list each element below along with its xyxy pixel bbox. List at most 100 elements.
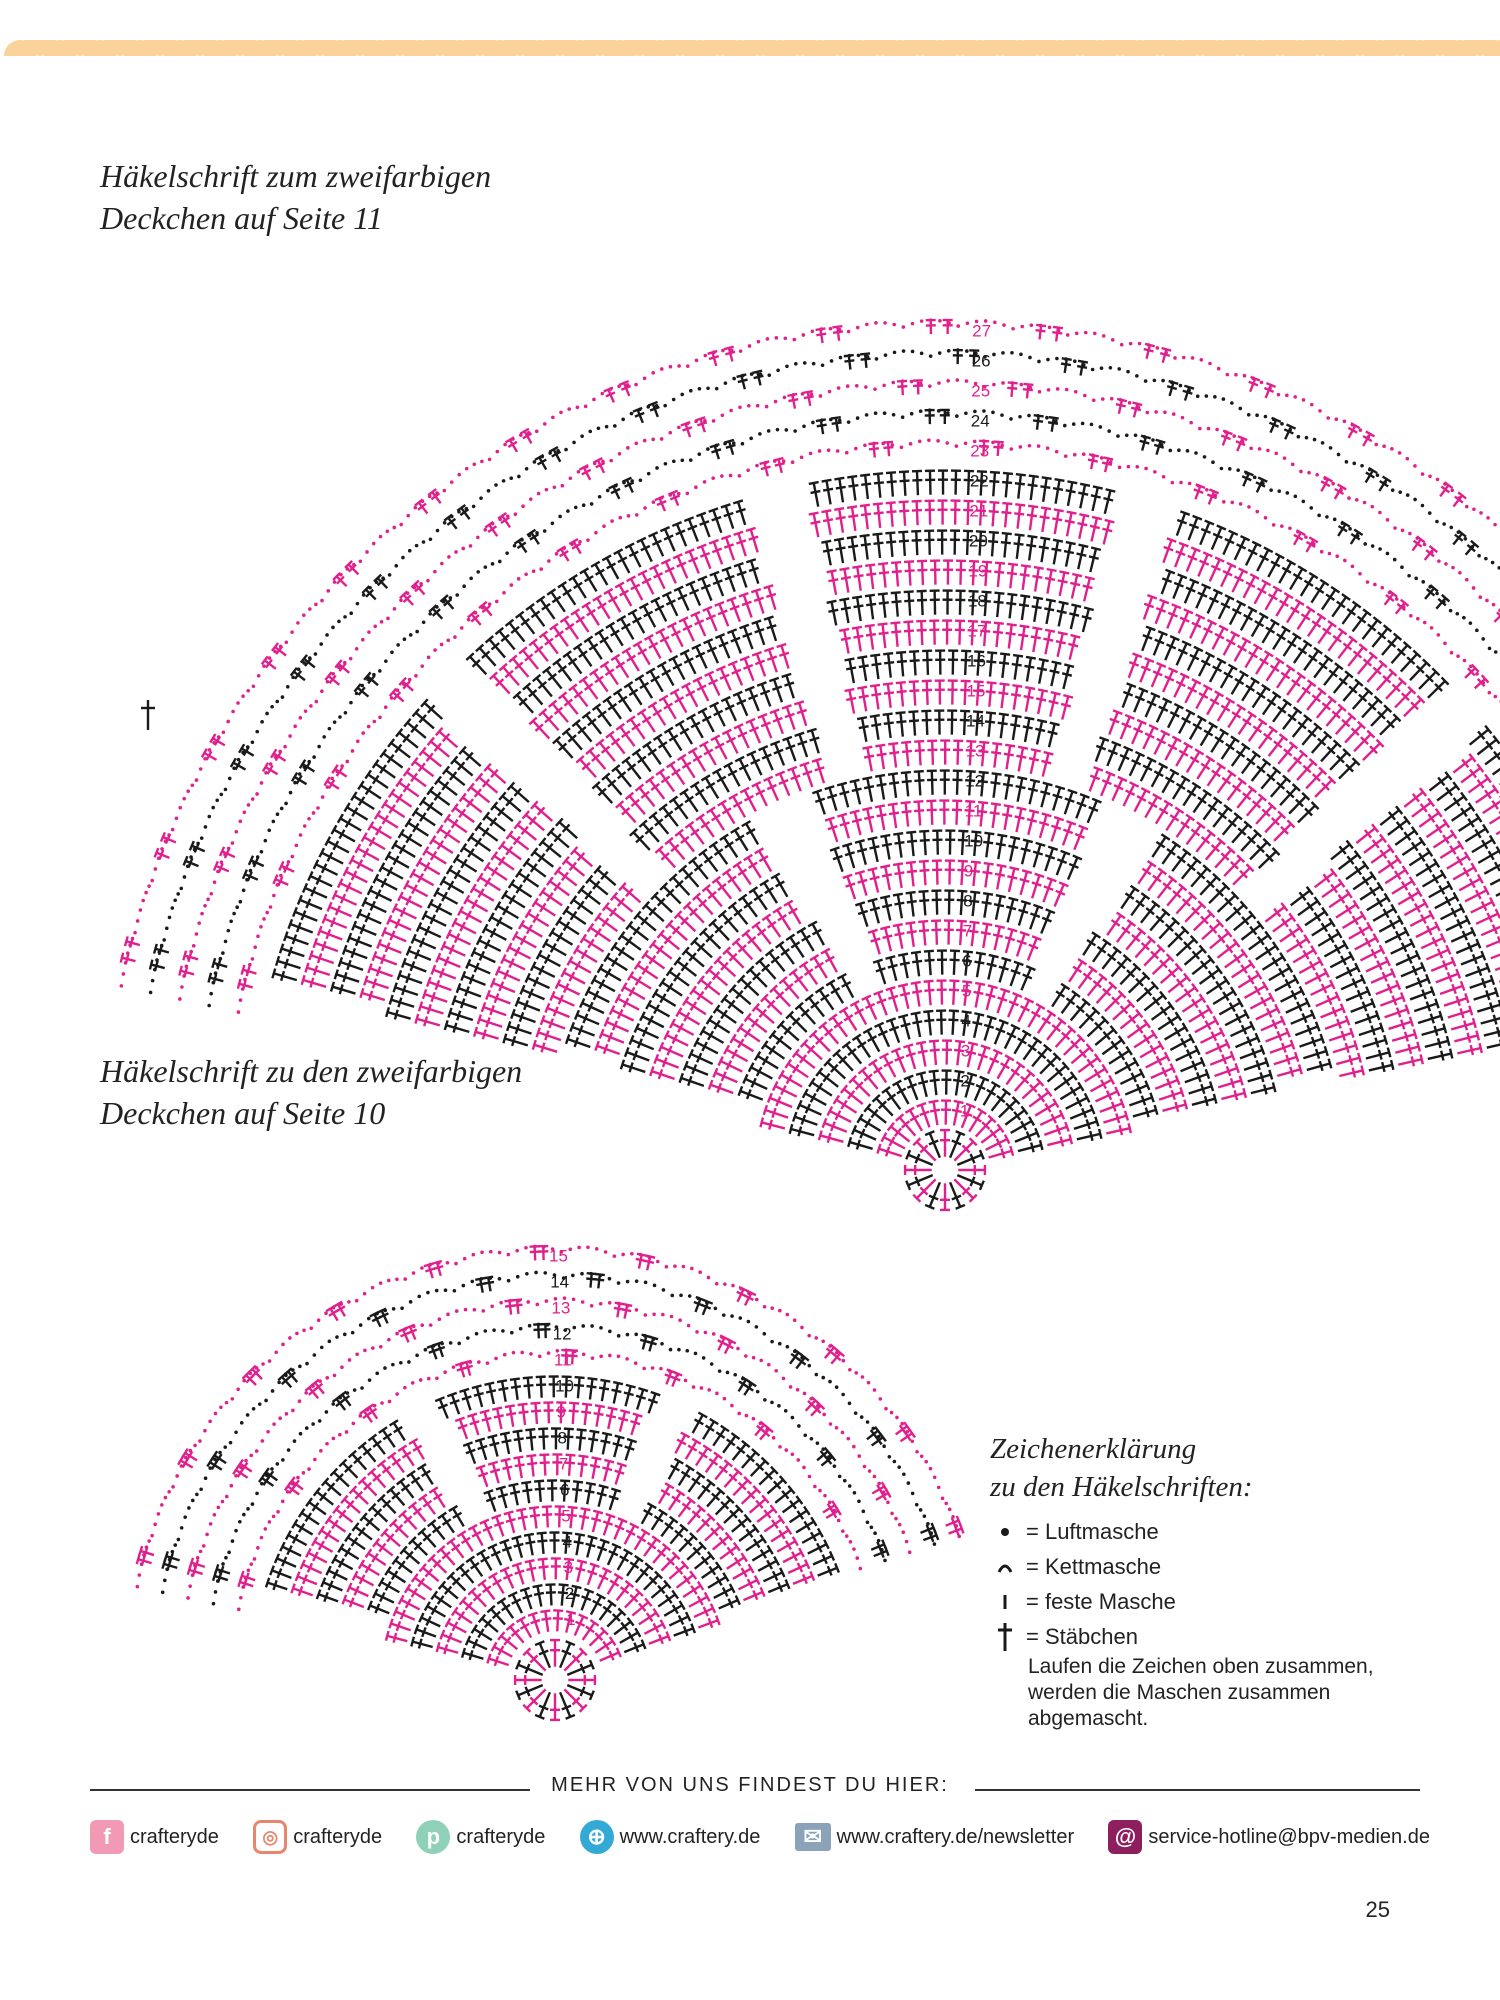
stitch-top (1165, 953, 1175, 963)
stitch-top (1136, 926, 1147, 936)
stitch-bar (806, 1044, 816, 1054)
stitch (1409, 990, 1434, 1001)
stitch (962, 710, 967, 736)
stitch (846, 875, 857, 900)
stitch-bar (1340, 1030, 1346, 1041)
stitch (815, 759, 826, 784)
stitch-top (745, 526, 756, 533)
stitch-top (722, 946, 732, 956)
stitch-bar (815, 1036, 824, 1045)
stitch (1290, 1013, 1314, 1025)
stitch-top (895, 680, 906, 685)
stitch-bar (1085, 1119, 1091, 1130)
stitch-bar (1029, 1083, 1038, 1093)
stitch (724, 537, 736, 561)
stitch-top (510, 1008, 516, 1020)
stitch (765, 916, 782, 938)
stitch-top (312, 937, 319, 949)
stitch (812, 513, 820, 538)
stitch (483, 1005, 507, 1017)
stitch (992, 773, 998, 798)
stitch-bar (1262, 1084, 1268, 1095)
stitch-top (1077, 1081, 1085, 1092)
stitch-bar (707, 890, 717, 900)
stitch-bar (772, 716, 783, 723)
stitch (424, 992, 448, 1003)
stitch (1184, 1072, 1208, 1084)
row-label: 5 (962, 982, 971, 1001)
stitch (735, 940, 754, 961)
stitch (668, 970, 690, 987)
stitch-bar (1155, 606, 1167, 613)
stitch (763, 882, 779, 904)
stitch-bar (1126, 969, 1136, 978)
stitch-top (732, 499, 744, 505)
stitch (1068, 961, 1084, 983)
stitch (907, 591, 912, 616)
stitch-bar (989, 1057, 1000, 1064)
stitch-bar (992, 630, 1004, 635)
stitch-bar (1204, 1020, 1212, 1030)
stitch-top (1119, 1098, 1126, 1109)
stitch-bar (1093, 1068, 1102, 1079)
stitch-top (754, 847, 765, 855)
stitch-top (906, 830, 917, 834)
stitch-top (1259, 1044, 1266, 1055)
stitch (680, 1076, 705, 1087)
chain-dot (1327, 551, 1332, 556)
stitch-bar (1088, 555, 1099, 560)
stitch-bar (1089, 524, 1100, 530)
stitch-top (788, 1123, 794, 1135)
stitch (741, 896, 758, 918)
stitch-top (867, 897, 878, 903)
stitch-top (970, 860, 981, 864)
stitch (631, 1038, 655, 1051)
stitch-top (1171, 916, 1181, 926)
stitch-top (772, 906, 783, 914)
stitch (1016, 777, 1024, 802)
stitch-bar (1183, 988, 1192, 998)
stitch-bar (1069, 1086, 1077, 1097)
stitch (988, 1149, 1013, 1159)
stitch-top (236, 978, 242, 989)
stitch (863, 475, 870, 500)
stitch (877, 1024, 891, 1048)
stitch-bar (876, 998, 887, 1005)
stitch (1008, 594, 1014, 619)
stitch-top (1408, 1016, 1415, 1027)
stitch (851, 476, 857, 501)
stitch (1260, 1019, 1284, 1032)
chain-dot (302, 824, 307, 828)
stitch-bar (241, 980, 247, 991)
stitch-bar (774, 462, 785, 467)
stitch-top (923, 1009, 934, 1014)
stitch (850, 506, 857, 532)
stitch-top (1077, 958, 1088, 966)
stitch (1473, 991, 1497, 1001)
stitch-bar (723, 511, 734, 518)
stitch-bar (423, 1016, 429, 1027)
stitch (1070, 574, 1079, 599)
stitch-top (811, 757, 822, 763)
stitch-bar (815, 1082, 824, 1093)
chain-dot (936, 439, 940, 443)
chain-dot (426, 655, 431, 660)
stitch-bar (1361, 1001, 1368, 1012)
stitch (1220, 564, 1233, 588)
stitch-bar (956, 898, 967, 902)
stitch-bar (342, 971, 348, 983)
stitch (1188, 1085, 1212, 1095)
chain-dot (355, 739, 360, 744)
stitch (835, 1098, 858, 1114)
stitch (1206, 591, 1219, 614)
stitch (994, 895, 1002, 920)
stitch-bar (1061, 672, 1073, 677)
chain-dot (361, 731, 365, 735)
stitch-top (844, 687, 855, 693)
stitch-bar (688, 952, 697, 962)
stitch (899, 712, 905, 737)
stitch-top (721, 566, 732, 572)
stitch (879, 745, 886, 770)
stitch-top (751, 1002, 761, 1013)
stitch (974, 983, 982, 1008)
